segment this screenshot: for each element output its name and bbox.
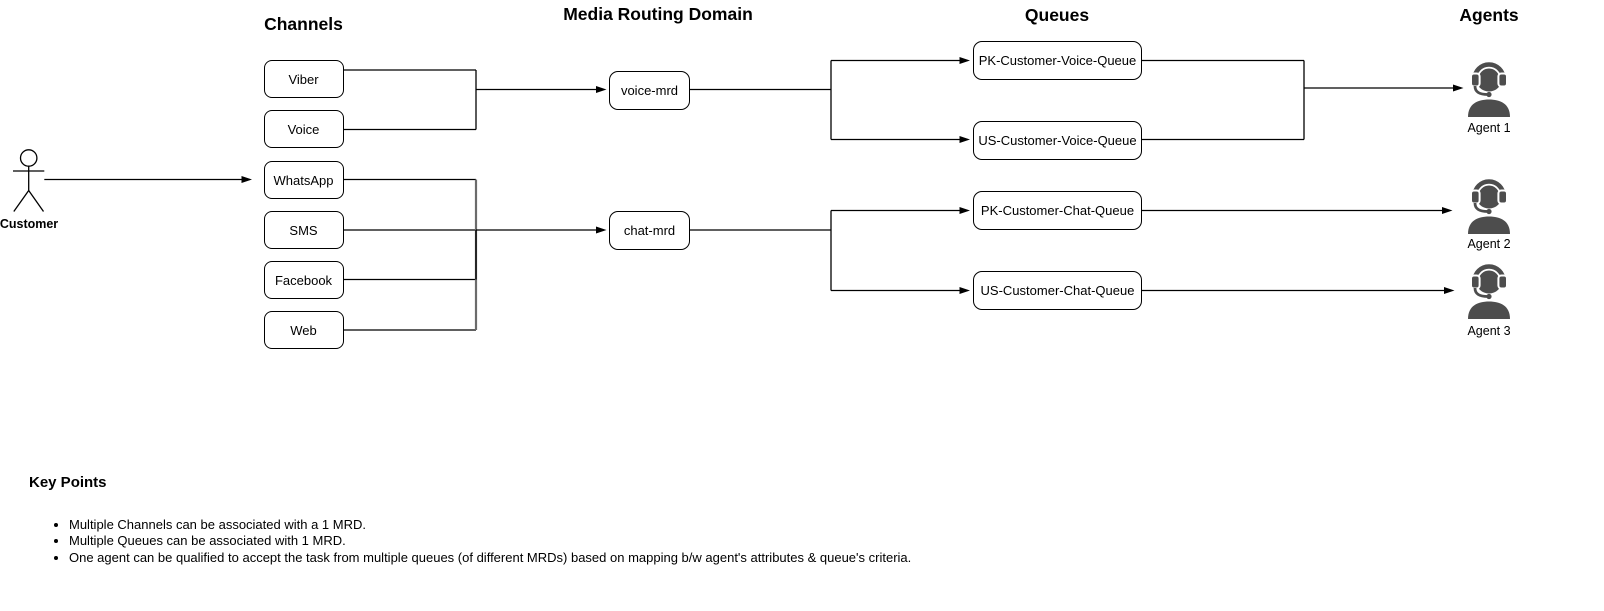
column-title-queues: Queues [1024, 5, 1090, 25]
channel-box-viber: Viber [263, 60, 344, 98]
key-point-item: Multiple Channels can be associated with… [69, 517, 1580, 534]
channel-box-web: Web [263, 311, 344, 349]
mrd-box-voice: voice-mrd [609, 70, 690, 110]
channel-label: Web [290, 322, 317, 338]
queue-box-us-chat: US-Customer-Chat-Queue [973, 271, 1142, 310]
mrd-label: chat-mrd [623, 222, 676, 238]
channel-box-whatsapp: WhatsApp [263, 161, 344, 199]
customer-actor-icon [13, 149, 45, 212]
channel-box-voice: Voice [263, 110, 344, 148]
key-points-heading: Key Points [29, 474, 107, 491]
agent-label: Agent 1 [1467, 120, 1511, 135]
column-title-channels: Channels [264, 14, 343, 34]
queue-box-us-voice: US-Customer-Voice-Queue [973, 120, 1142, 160]
column-title-mrd: Media Routing Domain [563, 4, 753, 24]
channel-label: Viber [288, 71, 319, 87]
channel-label: WhatsApp [273, 172, 334, 188]
agent-headset-icon [1468, 263, 1510, 319]
channel-box-facebook: Facebook [263, 261, 344, 299]
queue-label: PK-Customer-Chat-Queue [980, 203, 1135, 218]
column-title-agents: Agents [1459, 4, 1519, 25]
agent-label: Agent 3 [1467, 323, 1511, 338]
channel-label: Facebook [274, 272, 333, 288]
queue-label: PK-Customer-Voice-Queue [978, 53, 1137, 68]
agent-label: Agent 2 [1467, 236, 1511, 251]
agent-headset-icon [1468, 61, 1510, 117]
key-point-item: One agent can be qualified to accept the… [69, 550, 1580, 567]
mrd-label: voice-mrd [620, 82, 679, 98]
key-point-item: Multiple Queues can be associated with 1… [69, 533, 1580, 550]
queue-label: US-Customer-Voice-Queue [978, 132, 1137, 148]
mrd-box-chat: chat-mrd [609, 210, 690, 250]
channel-label: SMS [289, 222, 318, 238]
queue-box-pk-voice: PK-Customer-Voice-Queue [973, 41, 1142, 80]
queue-label: US-Customer-Chat-Queue [980, 283, 1135, 298]
queue-box-pk-chat: PK-Customer-Chat-Queue [973, 191, 1142, 230]
key-points-list: Multiple Channels can be associated with… [40, 517, 1580, 567]
channel-label: Voice [287, 121, 320, 137]
agent-headset-icon [1468, 177, 1510, 234]
customer-label: Customer [0, 216, 59, 231]
channel-box-sms: SMS [263, 211, 344, 249]
